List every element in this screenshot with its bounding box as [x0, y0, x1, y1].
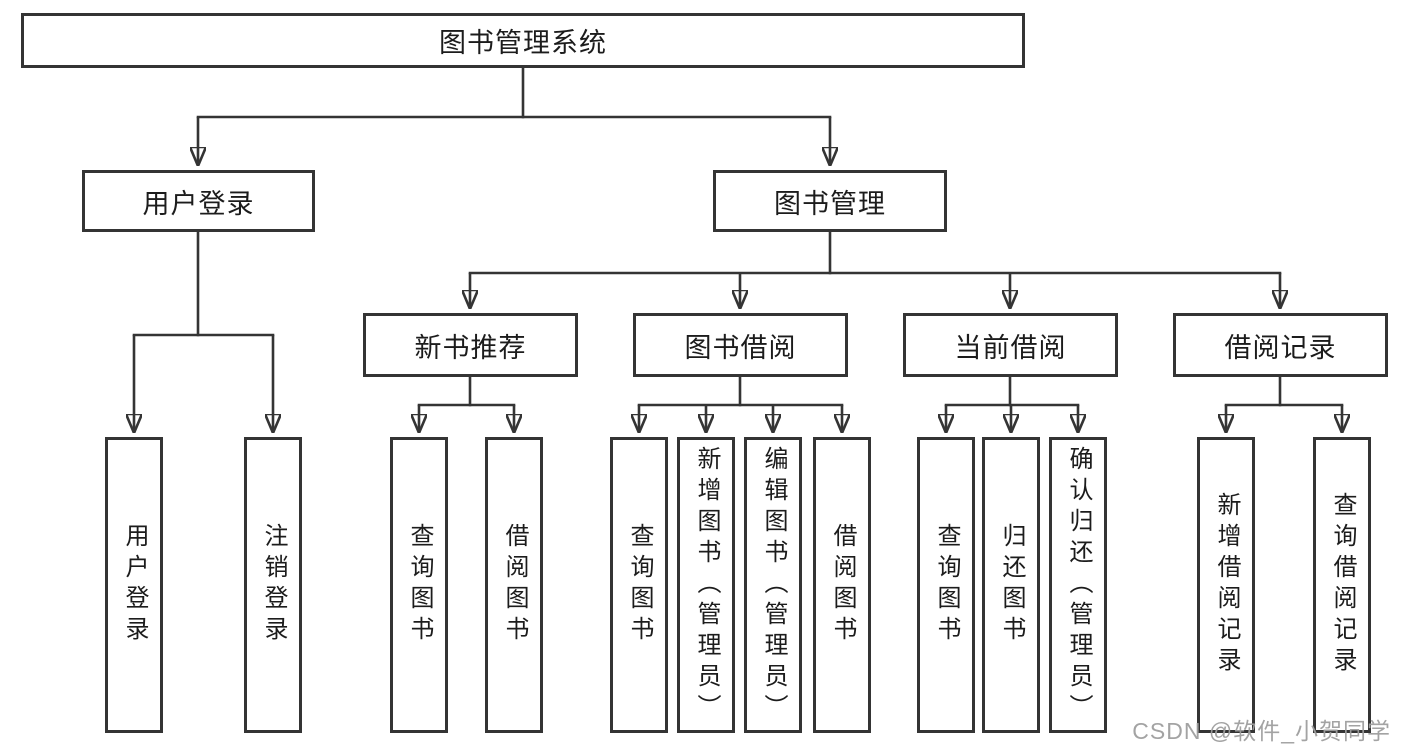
csdn-watermark: CSDN @软件_小贺同学	[1132, 718, 1391, 744]
node-new-book-recommend: 新书推荐	[363, 313, 578, 377]
node-label: 查询图书	[933, 523, 960, 647]
node-label: 借阅记录	[1224, 332, 1337, 363]
node-label: 借阅图书	[829, 523, 856, 647]
node-label: 图书管理系统	[439, 28, 607, 58]
leaf-query-books-borrow: 查询图书	[610, 437, 668, 733]
node-label: 注销登录	[260, 523, 287, 647]
node-label: 归还图书	[998, 523, 1025, 647]
leaf-borrow-books: 借阅图书	[813, 437, 871, 733]
leaf-return-books: 归还图书	[982, 437, 1040, 733]
node-label: 借阅图书	[501, 523, 528, 647]
leaf-query-books-current: 查询图书	[917, 437, 975, 733]
node-label: 查询借阅记录	[1329, 492, 1356, 678]
node-label: 新书推荐	[414, 332, 527, 363]
node-current-borrow: 当前借阅	[903, 313, 1118, 377]
leaf-logout: 注销登录	[244, 437, 302, 733]
node-label: 查询图书	[626, 523, 653, 647]
node-book-borrow: 图书借阅	[633, 313, 848, 377]
node-label: 确认归还（管理员）	[1065, 445, 1092, 725]
node-label: 当前借阅	[954, 332, 1067, 363]
node-label: 编辑图书（管理员）	[760, 445, 787, 725]
node-label: 用户登录	[142, 188, 255, 219]
leaf-confirm-return-admin: 确认归还（管理员）	[1049, 437, 1107, 733]
leaf-borrow-books-recommend: 借阅图书	[485, 437, 543, 733]
node-book-management: 图书管理	[713, 170, 947, 232]
leaf-add-borrow-record: 新增借阅记录	[1197, 437, 1255, 733]
leaf-query-borrow-record: 查询借阅记录	[1313, 437, 1371, 733]
node-user-login: 用户登录	[82, 170, 315, 232]
node-label: 图书管理	[774, 188, 886, 219]
leaf-query-books-recommend: 查询图书	[390, 437, 448, 733]
leaf-user-login: 用户登录	[105, 437, 163, 733]
node-label: 新增借阅记录	[1213, 492, 1240, 678]
node-label: 新增图书（管理员）	[693, 445, 720, 725]
leaf-edit-books-admin: 编辑图书（管理员）	[744, 437, 802, 733]
node-label: 用户登录	[121, 523, 148, 647]
node-label: 图书借阅	[684, 332, 797, 363]
node-label: 查询图书	[406, 523, 433, 647]
leaf-add-books-admin: 新增图书（管理员）	[677, 437, 735, 733]
node-borrow-records: 借阅记录	[1173, 313, 1388, 377]
node-root-system: 图书管理系统	[21, 13, 1025, 68]
